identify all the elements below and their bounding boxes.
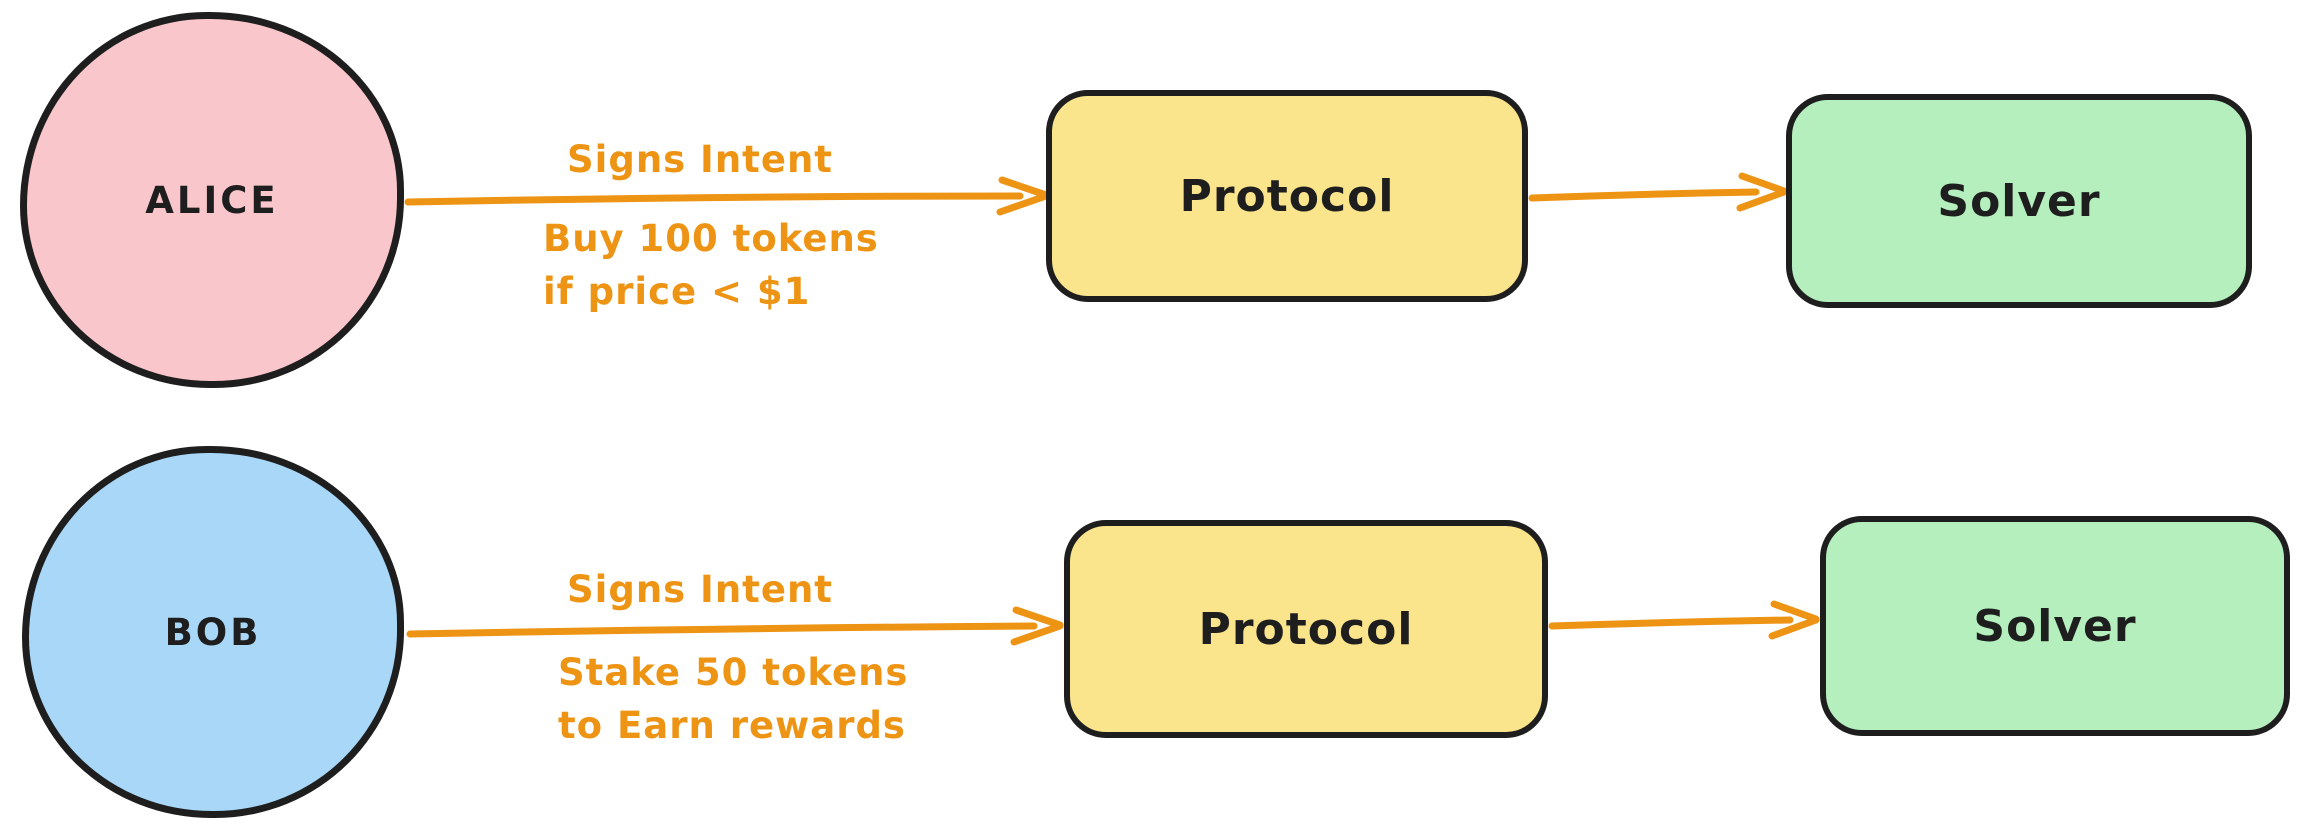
- intent-detail-line: to Earn rewards: [558, 704, 906, 747]
- protocol-label: Protocol: [1179, 170, 1395, 222]
- arrow-protocol-to-solver: [1548, 600, 1820, 640]
- arrow-label-signs-intent: Signs Intent: [567, 138, 833, 181]
- solver-node: Solver: [1820, 516, 2290, 736]
- solver-node: Solver: [1786, 94, 2252, 308]
- arrow-protocol-to-solver: [1528, 172, 1788, 212]
- arrow-label-intent-details: Buy 100 tokens if price < $1: [543, 212, 879, 318]
- intent-detail-line: Stake 50 tokens: [558, 651, 909, 694]
- protocol-node: Protocol: [1046, 90, 1528, 302]
- actor-node-alice: ALICE: [20, 12, 404, 388]
- actor-node-bob: BOB: [22, 446, 404, 818]
- solver-label: Solver: [1937, 175, 2101, 227]
- protocol-node: Protocol: [1064, 520, 1548, 738]
- arrow-bob-to-protocol: [406, 606, 1064, 646]
- protocol-label: Protocol: [1198, 603, 1414, 655]
- intent-detail-line: Buy 100 tokens: [543, 217, 879, 260]
- actor-label-alice: ALICE: [145, 178, 279, 222]
- arrow-label-signs-intent: Signs Intent: [567, 568, 833, 611]
- arrow-label-intent-details: Stake 50 tokens to Earn rewards: [558, 646, 908, 752]
- arrow-alice-to-protocol: [404, 176, 1050, 216]
- actor-label-bob: BOB: [164, 610, 262, 654]
- solver-label: Solver: [1973, 600, 2137, 652]
- intent-detail-line: if price < $1: [543, 270, 811, 313]
